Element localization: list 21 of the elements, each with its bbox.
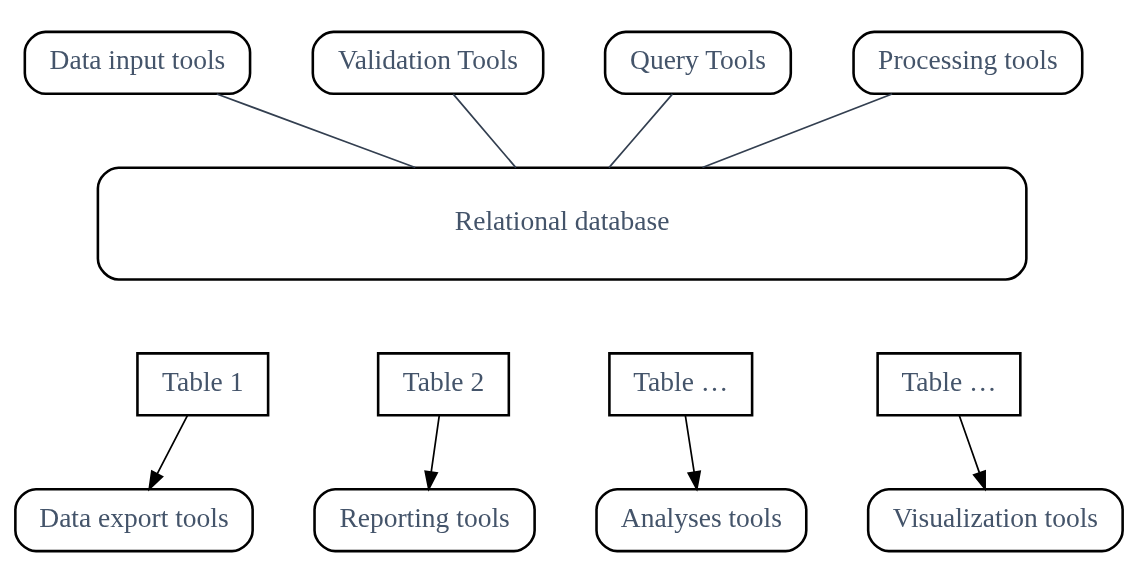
node-box: Data export tools <box>14 487 254 552</box>
node-box: Table 1 <box>136 351 270 417</box>
node-box: Analyses tools <box>595 487 808 552</box>
node-box: Table … <box>608 351 754 417</box>
connector <box>452 92 517 168</box>
node-box: Reporting tools <box>313 487 536 552</box>
connector <box>215 92 417 168</box>
node-box: Table 2 <box>376 351 511 417</box>
arrow <box>148 414 189 491</box>
arrow <box>958 414 986 492</box>
connector <box>701 92 893 168</box>
node-box: Visualization tools <box>866 487 1124 552</box>
node-box: Data input tools <box>23 30 252 95</box>
node-box: Processing tools <box>852 30 1084 95</box>
node-box: Relational database <box>96 165 1028 281</box>
node-box: Query Tools <box>603 30 793 95</box>
node-box: Validation Tools <box>311 30 545 95</box>
node-box: Table … <box>876 351 1022 417</box>
connector <box>608 92 674 168</box>
arrow <box>684 414 702 492</box>
arrow <box>424 414 441 492</box>
